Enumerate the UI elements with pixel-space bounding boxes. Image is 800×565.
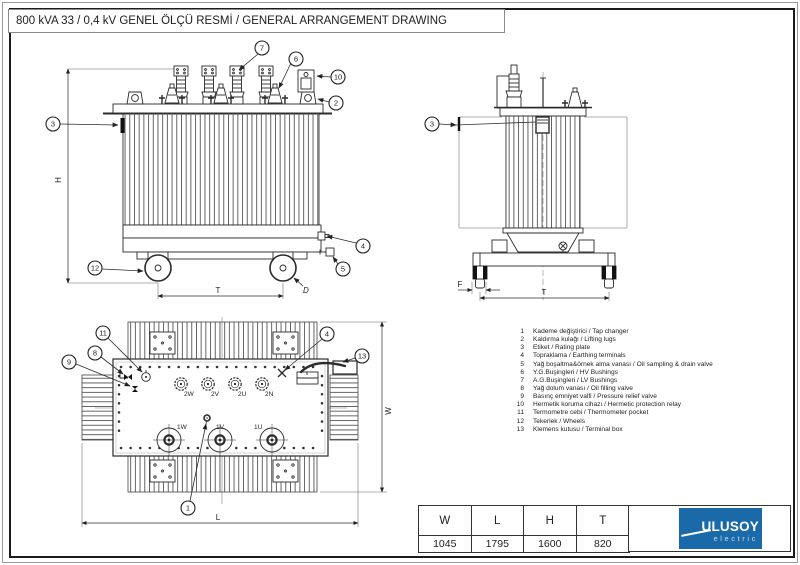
front-dim-wheel-dia: D	[293, 277, 309, 295]
side-dim-track: T	[479, 288, 610, 301]
balloon-top-9: 9	[61, 354, 131, 387]
front-dim-height: H	[54, 68, 176, 284]
lv-label-2u: 2U	[238, 391, 247, 398]
svg-text:4: 4	[361, 242, 365, 251]
top-view: 2W 2V 2U 2N 1W 1V 1U	[61, 317, 393, 527]
dim-header-h: H	[524, 506, 577, 536]
balloon-front-10: 10	[316, 69, 346, 85]
drawing-title: 800 kVA 33 / 0,4 kV GENEL ÖLÇÜ RESMİ / G…	[16, 15, 447, 27]
dimension-table: W L H T 1045 1795 1600 820	[418, 505, 630, 553]
side-view: 3 F T	[424, 64, 628, 301]
balloon-front-12: 12	[87, 260, 144, 276]
dim-header-w: W	[419, 506, 472, 536]
balloon-front-7: 7	[238, 40, 270, 71]
logo-brand-text: ULUSOY	[701, 519, 759, 534]
dim-label-d: D	[303, 286, 309, 295]
balloon-front-5: 5	[332, 256, 351, 277]
svg-text:1: 1	[186, 504, 190, 513]
thermometer-pocket-symbol	[141, 370, 151, 382]
hermetic-relay-box	[297, 69, 315, 93]
svg-text:6: 6	[294, 55, 298, 64]
svg-text:9: 9	[67, 358, 71, 367]
oil-level-component	[296, 371, 319, 385]
svg-text:10: 10	[334, 73, 342, 82]
hv-label-1w: 1W	[177, 424, 188, 431]
dim-header-t: T	[576, 506, 629, 536]
dim-header-l: L	[471, 506, 524, 536]
side-rating-plate	[457, 116, 550, 134]
front-fins	[122, 112, 320, 226]
front-dim-track: T	[157, 283, 284, 299]
balloon-top-8: 8	[87, 345, 124, 375]
balloon-front-4: 4	[326, 234, 371, 254]
balloon-top-11: 11	[95, 325, 143, 373]
side-extension-lines	[458, 116, 628, 229]
lv-label-2w: 2W	[184, 391, 195, 398]
balloon-front-6: 6	[278, 51, 304, 89]
svg-text:11: 11	[99, 329, 107, 338]
balloon-top-13: 13	[342, 348, 370, 364]
logo-sub-text: electric	[713, 534, 758, 543]
logo-cell: ULUSOY electric	[628, 505, 791, 552]
balloon-front-3: 3	[45, 116, 119, 132]
svg-text:12: 12	[91, 264, 99, 273]
dim-value-l: 1795	[472, 536, 524, 552]
drain-valve	[319, 247, 335, 257]
top-dim-width: W	[320, 321, 393, 493]
hv-label-1v: 1V	[216, 424, 225, 431]
lv-label-2v: 2V	[211, 391, 220, 398]
dim-label-f: F	[458, 280, 463, 289]
side-bottom	[472, 227, 616, 267]
balloon-top-1: 1	[180, 423, 208, 516]
svg-text:3: 3	[51, 120, 55, 129]
svg-text:8: 8	[93, 349, 97, 358]
title-bar: 800 kVA 33 / 0,4 kV GENEL ÖLÇÜ RESMİ / G…	[8, 9, 505, 33]
dim-value-w: 1045	[419, 536, 472, 552]
dim-label-w: W	[384, 407, 393, 415]
dim-label-t-front: T	[216, 286, 221, 295]
side-lid	[494, 106, 592, 117]
svg-text:5: 5	[341, 265, 345, 274]
svg-text:13: 13	[358, 352, 366, 361]
dim-value-h: 1600	[524, 536, 577, 552]
balloon-top-4: 4	[284, 326, 335, 371]
dim-label-h: H	[54, 177, 63, 183]
pressure-relief-valve-symbol	[132, 386, 138, 392]
side-wheels	[472, 265, 617, 289]
balloon-front-2: 2	[317, 95, 344, 111]
dim-label-t-side: T	[542, 288, 547, 297]
front-view: H	[45, 40, 371, 299]
lv-label-2n: 2N	[265, 391, 274, 398]
front-wheels	[144, 254, 297, 282]
side-dim-wheel-width: F	[458, 280, 500, 294]
rating-plate	[120, 118, 125, 133]
svg-text:7: 7	[260, 44, 264, 53]
svg-text:3: 3	[430, 120, 434, 129]
top-dim-length: L	[81, 443, 359, 527]
svg-text:4: 4	[325, 330, 329, 339]
balloon-side-3: 3	[424, 116, 537, 132]
ulusoy-logo: ULUSOY electric	[679, 508, 762, 549]
side-top-equipment	[496, 64, 588, 109]
dim-value-t: 820	[593, 538, 612, 550]
hv-label-1u: 1U	[254, 424, 263, 431]
dim-label-l: L	[216, 513, 221, 522]
svg-text:2: 2	[334, 99, 338, 108]
